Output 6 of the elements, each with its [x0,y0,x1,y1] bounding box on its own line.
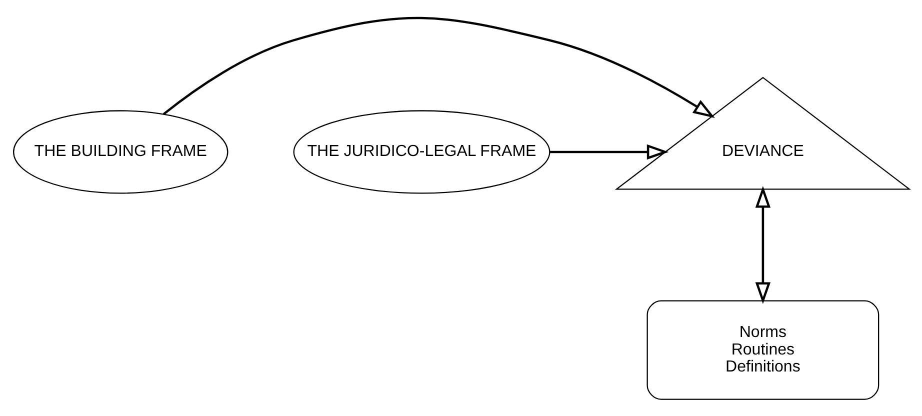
node-ellipse: THE BUILDING FRAME [12,110,228,194]
arrow [162,16,714,118]
arrow [550,144,668,160]
node-box: Norms Routines Definitions [646,300,879,400]
node-ellipse: THE JURIDICO-LEGAL FRAME [292,110,550,194]
arrow [754,186,770,304]
